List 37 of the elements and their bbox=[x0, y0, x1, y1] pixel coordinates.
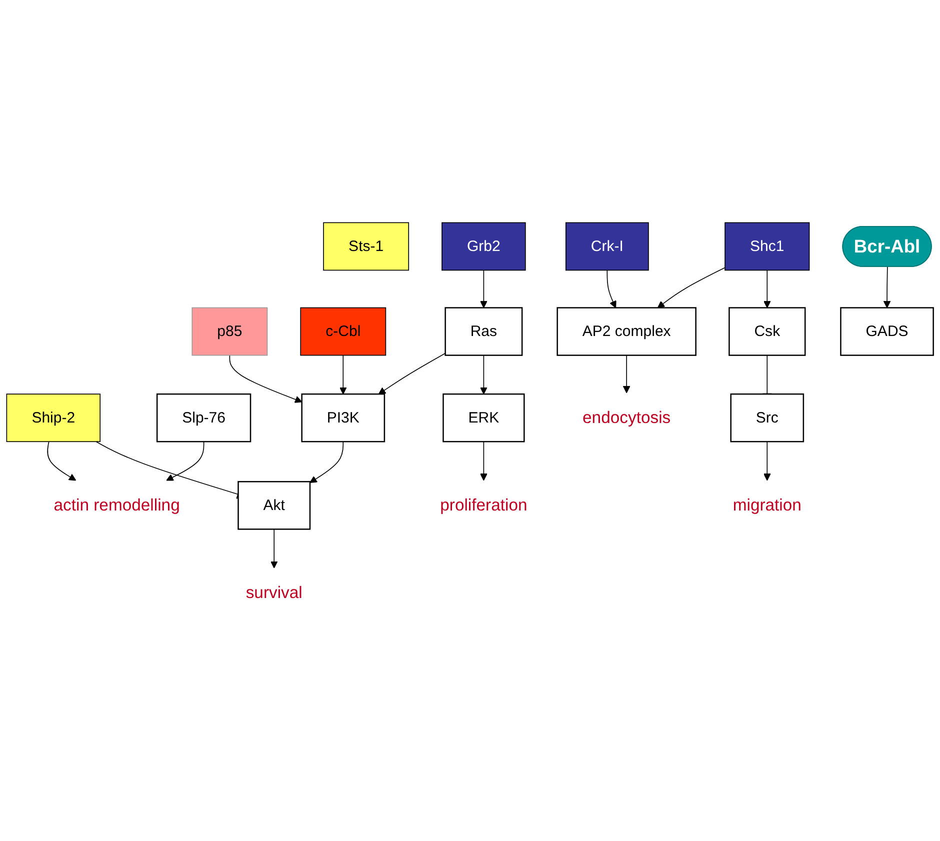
arrow bbox=[166, 441, 204, 481]
arrow bbox=[763, 441, 771, 481]
node-box: Ship-2 bbox=[6, 394, 101, 442]
arrow bbox=[339, 355, 347, 395]
node-box: Crk-I bbox=[565, 222, 649, 271]
node-box: GADS bbox=[840, 307, 934, 356]
arrow bbox=[47, 441, 76, 481]
arrow bbox=[480, 355, 488, 395]
arrow bbox=[763, 270, 771, 308]
node-box: p85 bbox=[192, 307, 268, 356]
node-box: Akt bbox=[238, 481, 311, 530]
node-text: survival bbox=[246, 584, 302, 602]
arrow bbox=[229, 355, 302, 404]
node-box: Ras bbox=[444, 307, 523, 356]
node-text: proliferation bbox=[440, 496, 528, 515]
arrow bbox=[622, 355, 630, 394]
node-box: Csk bbox=[728, 307, 806, 356]
node-box: Slp-76 bbox=[156, 394, 252, 442]
arrow bbox=[378, 353, 446, 395]
arrow bbox=[480, 270, 488, 308]
arrow bbox=[606, 270, 616, 308]
arrow bbox=[310, 441, 344, 484]
arrow bbox=[883, 266, 891, 308]
node-box: ERK bbox=[442, 394, 525, 442]
node-text: endocytosis bbox=[582, 408, 671, 428]
node-box: Src bbox=[730, 394, 804, 442]
node-box: PI3K bbox=[301, 394, 386, 442]
node-box: Shc1 bbox=[724, 222, 810, 271]
arrow bbox=[270, 528, 278, 568]
node-box: c-Cbl bbox=[300, 307, 386, 356]
node-box: Grb2 bbox=[442, 222, 526, 271]
node-box: AP2 complex bbox=[556, 307, 696, 356]
arrow bbox=[480, 441, 488, 481]
node-box: Sts-1 bbox=[323, 222, 410, 271]
node-text: migration bbox=[732, 496, 802, 515]
arrow bbox=[657, 267, 726, 308]
node-text: actin remodelling bbox=[54, 496, 180, 515]
